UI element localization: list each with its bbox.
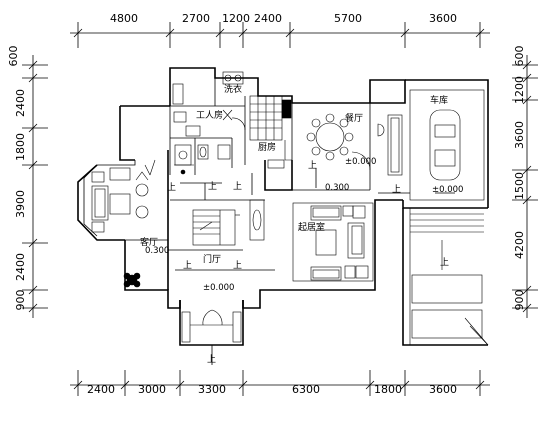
room-label-guest-hall: 客厅 bbox=[140, 236, 158, 248]
up-label-2: 上 bbox=[233, 181, 242, 192]
up-label-7: 上 bbox=[207, 354, 216, 365]
dim-right-1: 600 bbox=[513, 46, 526, 67]
dim-top-3: 1200 bbox=[222, 12, 250, 25]
room-label-staff-room: 工人房 bbox=[196, 109, 223, 121]
dim-left-4: 3900 bbox=[14, 190, 27, 218]
dim-bottom-1: 2400 bbox=[87, 383, 115, 396]
dim-right-4: 1500 bbox=[513, 172, 526, 200]
living-furniture bbox=[249, 199, 374, 282]
dim-right-3: 3600 bbox=[513, 121, 526, 149]
guest-hall-furniture bbox=[91, 159, 156, 288]
dim-top-6: 3600 bbox=[429, 12, 457, 25]
staircase bbox=[192, 209, 240, 246]
dim-bottom-2: 3000 bbox=[138, 383, 166, 396]
up-label-3: 上 bbox=[308, 160, 317, 171]
level-guest-hall: 0.300 bbox=[145, 246, 169, 256]
dim-left-1: 600 bbox=[7, 46, 20, 67]
dining-furniture bbox=[306, 113, 403, 176]
room-label-foyer: 门厅 bbox=[203, 253, 221, 265]
interior-walls bbox=[125, 78, 371, 251]
dim-left-5: 2400 bbox=[14, 253, 27, 281]
dim-bottom-3: 3300 bbox=[198, 383, 226, 396]
dim-top-2: 2700 bbox=[182, 12, 210, 25]
dim-right-5: 4200 bbox=[513, 231, 526, 259]
dim-bottom-5: 1800 bbox=[374, 383, 402, 396]
dim-left-3: 1800 bbox=[14, 133, 27, 161]
up-label-9: 上 bbox=[167, 182, 176, 193]
up-label-8: 上 bbox=[440, 257, 449, 268]
room-label-living: 起居室 bbox=[298, 221, 325, 233]
up-label-1: 上 bbox=[208, 181, 217, 192]
dim-right-6: 900 bbox=[513, 290, 526, 311]
exterior-walls bbox=[77, 67, 489, 346]
dim-bottom-4: 6300 bbox=[292, 383, 320, 396]
room-label-garage: 车库 bbox=[430, 94, 448, 106]
room-label-laundry: 洗衣 bbox=[224, 83, 242, 95]
up-label-4: 上 bbox=[392, 184, 401, 195]
dimension-labels-top: 4800 2700 1200 2400 5700 3600 bbox=[110, 12, 457, 25]
dim-top-5: 5700 bbox=[334, 12, 362, 25]
dim-top-1: 4800 bbox=[110, 12, 138, 25]
garage bbox=[409, 89, 489, 346]
dimension-lines bbox=[22, 22, 538, 396]
level-living: 0.300 bbox=[325, 183, 349, 193]
room-label-dining: 餐厅 bbox=[345, 112, 363, 124]
kitchen-tiles bbox=[249, 95, 292, 169]
dim-left-2: 2400 bbox=[14, 89, 27, 117]
dim-right-2: 1200 bbox=[513, 76, 526, 104]
level-dining: ±0.000 bbox=[345, 157, 376, 167]
dim-top-4: 2400 bbox=[254, 12, 282, 25]
dim-left-6: 900 bbox=[14, 290, 27, 311]
bay-window bbox=[83, 160, 136, 237]
up-label-5: 上 bbox=[183, 260, 192, 271]
level-foyer: ±0.000 bbox=[203, 283, 234, 293]
dimension-labels-right: 600 1200 3600 1500 4200 900 bbox=[513, 46, 526, 311]
room-label-kitchen: 厨房 bbox=[258, 141, 276, 153]
direction-arrows bbox=[175, 168, 455, 365]
dim-bottom-6: 3600 bbox=[429, 383, 457, 396]
level-garage: ±0.000 bbox=[432, 185, 463, 195]
up-label-6: 上 bbox=[233, 260, 242, 271]
foyer-entrance bbox=[181, 309, 242, 343]
bathroom-fixtures bbox=[172, 71, 246, 175]
dimension-labels-left: 600 2400 1800 3900 2400 900 bbox=[7, 46, 27, 311]
dimension-labels-bottom: 2400 3000 3300 6300 1800 3600 bbox=[87, 383, 457, 396]
